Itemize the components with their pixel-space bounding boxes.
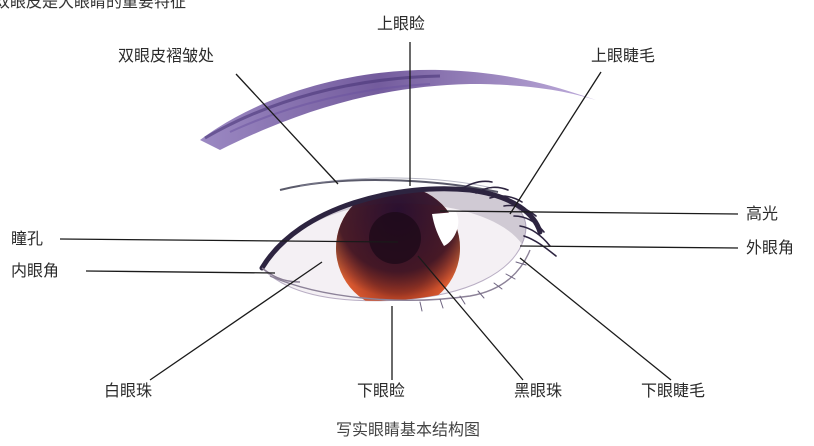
label-lower-eyelashes: 下眼睫毛 bbox=[641, 381, 705, 401]
label-pupil: 瞳孔 bbox=[11, 229, 43, 249]
label-double-eyelid-crease: 双眼皮褶皱处 bbox=[118, 46, 214, 66]
label-outer-canthus: 外眼角 bbox=[746, 238, 794, 258]
label-iris: 黑眼珠 bbox=[514, 381, 562, 401]
label-lower-eyelid: 下眼睑 bbox=[357, 381, 405, 401]
label-inner-canthus: 内眼角 bbox=[11, 261, 59, 281]
pupil-shape bbox=[369, 212, 421, 264]
label-sclera: 白眼珠 bbox=[104, 381, 152, 401]
label-upper-eyelashes: 上眼睫毛 bbox=[591, 46, 655, 66]
top-clipped-text: 双眼皮是大眼睛的重要特征 bbox=[0, 0, 186, 12]
figure-caption: 写实眼睛基本结构图 bbox=[336, 420, 480, 440]
label-upper-eyelid: 上眼睑 bbox=[377, 14, 425, 34]
label-highlight: 高光 bbox=[746, 204, 778, 224]
